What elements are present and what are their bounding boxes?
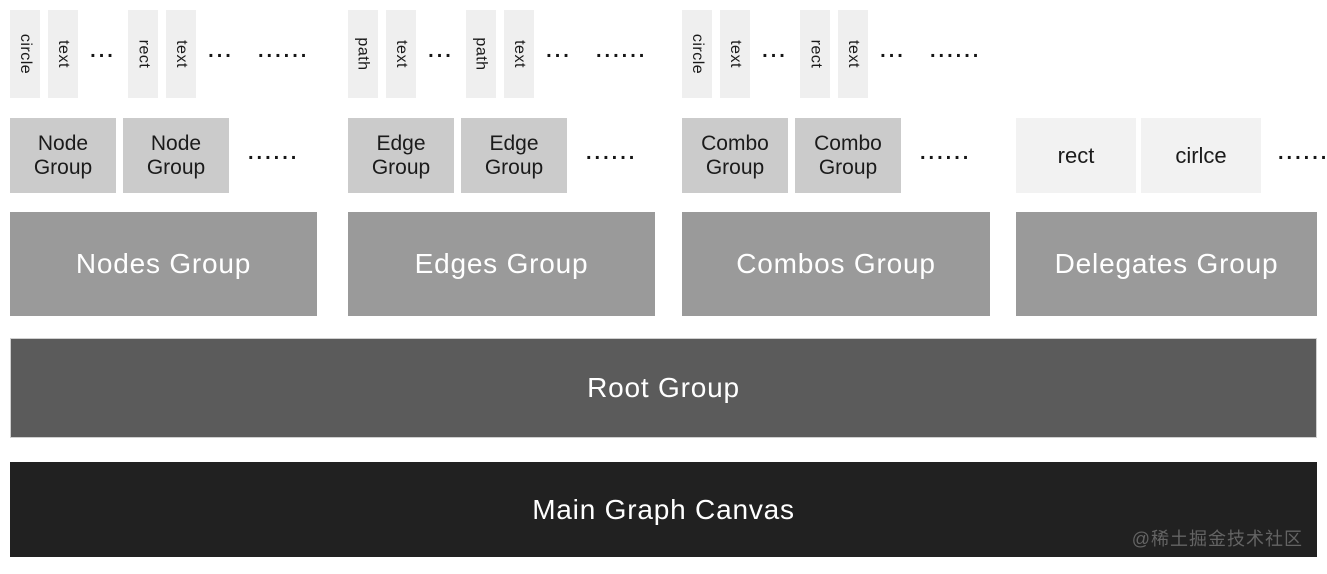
combo-groups-row: Combo Group Combo Group ...... <box>682 118 971 193</box>
node-group-box: Node Group <box>10 118 116 193</box>
edge-group-box: Edge Group <box>461 118 567 193</box>
root-group-box: Root Group <box>10 338 1317 438</box>
shape-tile-text: text <box>504 10 534 98</box>
delegate-shapes-row: rect cirlce ...... <box>1016 118 1327 193</box>
shape-tile-label: path <box>355 37 373 71</box>
ellipsis-dots: ... <box>208 40 234 62</box>
ellipsis-dots: ...... <box>586 141 638 164</box>
shape-tile-label: circle <box>17 33 34 75</box>
delegates-column: rect cirlce ...... Delegates Group <box>1016 0 1326 574</box>
shape-tile-label: path <box>473 37 491 71</box>
shape-tile-circle: circle <box>10 10 40 98</box>
shape-tile-label: text <box>172 40 190 68</box>
shape-tile-text: text <box>838 10 868 98</box>
shape-tile-text: text <box>166 10 196 98</box>
edges-shape-tiles-row: path text ... path text ... ...... <box>348 10 647 98</box>
ellipsis-dots: ... <box>90 40 116 62</box>
combo-group-box: Combo Group <box>795 118 901 193</box>
combo-group-box: Combo Group <box>682 118 788 193</box>
shape-tile-path: path <box>348 10 378 98</box>
shape-tile-label: text <box>54 40 72 68</box>
shape-tile-label: circle <box>689 33 706 75</box>
edges-column: path text ... path text ... ...... Edge … <box>348 0 655 574</box>
shape-tile-text: text <box>720 10 750 98</box>
combos-shape-tiles-row: circle text ... rect text ... ...... <box>682 10 981 98</box>
ellipsis-dots: ...... <box>248 141 300 164</box>
shape-tile-label: text <box>392 40 410 68</box>
ellipsis-dots: ... <box>762 40 788 62</box>
watermark-text: @稀土掘金技术社区 <box>1131 529 1303 549</box>
delegate-rect-box: rect <box>1016 118 1136 193</box>
edge-groups-row: Edge Group Edge Group ...... <box>348 118 637 193</box>
shape-tile-label: rect <box>134 39 152 69</box>
main-graph-canvas-label: Main Graph Canvas <box>532 493 795 525</box>
edges-group-layer-box: Edges Group <box>348 212 655 316</box>
combos-group-layer-box: Combos Group <box>682 212 990 316</box>
main-graph-canvas-box: Main Graph Canvas @稀土掘金技术社区 <box>10 462 1317 557</box>
delegate-circle-box: cirlce <box>1141 118 1261 193</box>
ellipsis-dots: ... <box>880 40 906 62</box>
combos-column: circle text ... rect text ... ...... Com… <box>682 0 990 574</box>
node-group-box: Node Group <box>123 118 229 193</box>
shape-tile-path: path <box>466 10 496 98</box>
shape-tile-label: text <box>726 40 744 68</box>
shape-tile-text: text <box>48 10 78 98</box>
shape-tile-rect: rect <box>128 10 158 98</box>
ellipsis-dots: ... <box>546 40 572 62</box>
shape-tile-rect: rect <box>800 10 830 98</box>
edge-group-box: Edge Group <box>348 118 454 193</box>
shape-tile-label: text <box>510 40 528 68</box>
nodes-shape-tiles-row: circle text ... rect text ... ...... <box>10 10 309 98</box>
nodes-column: circle text ... rect text ... ...... Nod… <box>10 0 317 574</box>
shape-tile-circle: circle <box>682 10 712 98</box>
ellipsis-dots: ...... <box>930 40 982 62</box>
nodes-group-layer-box: Nodes Group <box>10 212 317 316</box>
ellipsis-dots: ... <box>428 40 454 62</box>
shape-tile-label: text <box>844 40 862 68</box>
shape-tile-text: text <box>386 10 416 98</box>
delegates-group-layer-box: Delegates Group <box>1016 212 1317 316</box>
shape-tile-label: rect <box>806 39 824 69</box>
ellipsis-dots: ...... <box>596 40 648 62</box>
ellipsis-dots: ...... <box>920 141 972 164</box>
node-groups-row: Node Group Node Group ...... <box>10 118 299 193</box>
ellipsis-dots: ...... <box>258 40 310 62</box>
ellipsis-dots: ...... <box>1278 141 1327 164</box>
